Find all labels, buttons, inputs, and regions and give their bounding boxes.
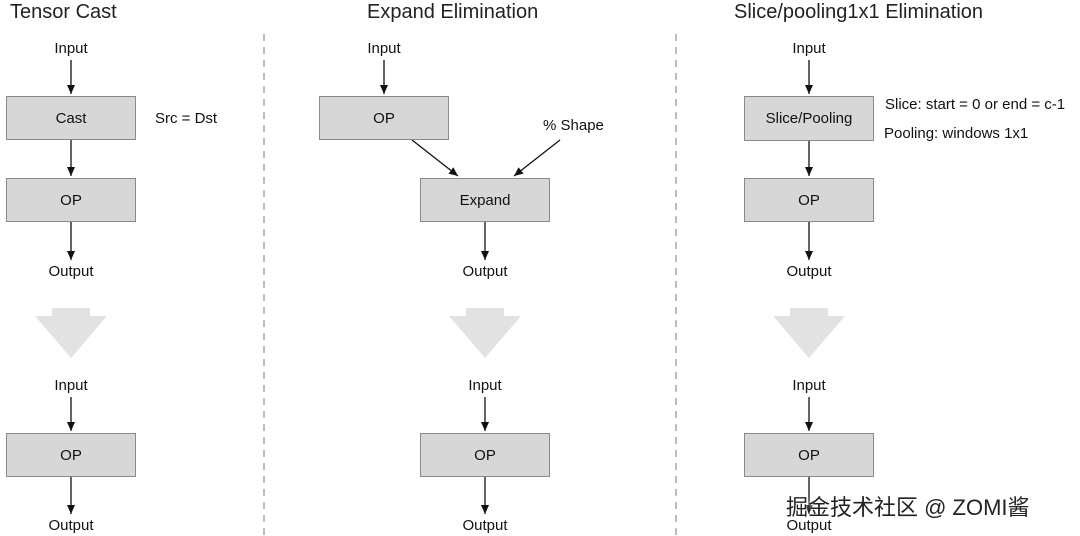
cast-note-src-dst: Src = Dst [155,110,218,127]
cast-after-input-label: Input [54,377,88,394]
watermark: 掘金技术社区 @ ZOMI酱 [786,495,1030,520]
expand-after-op-box: OP [420,433,550,477]
cast-before-output-label: Output [48,263,94,280]
transform-arrow-cast [35,308,107,358]
expand-before-input-label: Input [367,40,401,57]
panel-title-slice-pooling-elimination: Slice/pooling1x1 Elimination [734,1,984,23]
slice-after-output-label: Output [786,517,832,534]
cast-after-output-label: Output [48,517,94,534]
cast-after-op-box: OP [6,433,136,477]
slice-note: Slice: start = 0 or end = c-1 [885,96,1066,113]
slice-pooling-box: Slice/Pooling [744,96,874,141]
expand-box: Expand [420,178,550,222]
transform-arrow-slice [773,308,845,358]
transform-arrow-expand [449,308,521,358]
panel-title-expand-elimination: Expand Elimination [367,1,539,23]
slice-after-op-box: OP [744,433,874,477]
arrow-shape-to-expand [513,139,561,177]
slice-after-input-label: Input [792,377,826,394]
expand-after-input-label: Input [468,377,502,394]
expand-before-op-box: OP [319,96,449,140]
arrow-op-to-expand [411,139,459,177]
slice-before-output-label: Output [786,263,832,280]
cast-before-input-label: Input [54,40,88,57]
cast-box: Cast [6,96,136,140]
expand-before-output-label: Output [462,263,508,280]
slice-before-op-box: OP [744,178,874,222]
pooling-note: Pooling: windows 1x1 [884,125,1029,142]
cast-before-op-box: OP [6,178,136,222]
shape-label: % Shape [543,117,604,134]
expand-after-output-label: Output [462,517,508,534]
panel-title-tensor-cast: Tensor Cast [10,1,117,23]
slice-before-input-label: Input [792,40,826,57]
